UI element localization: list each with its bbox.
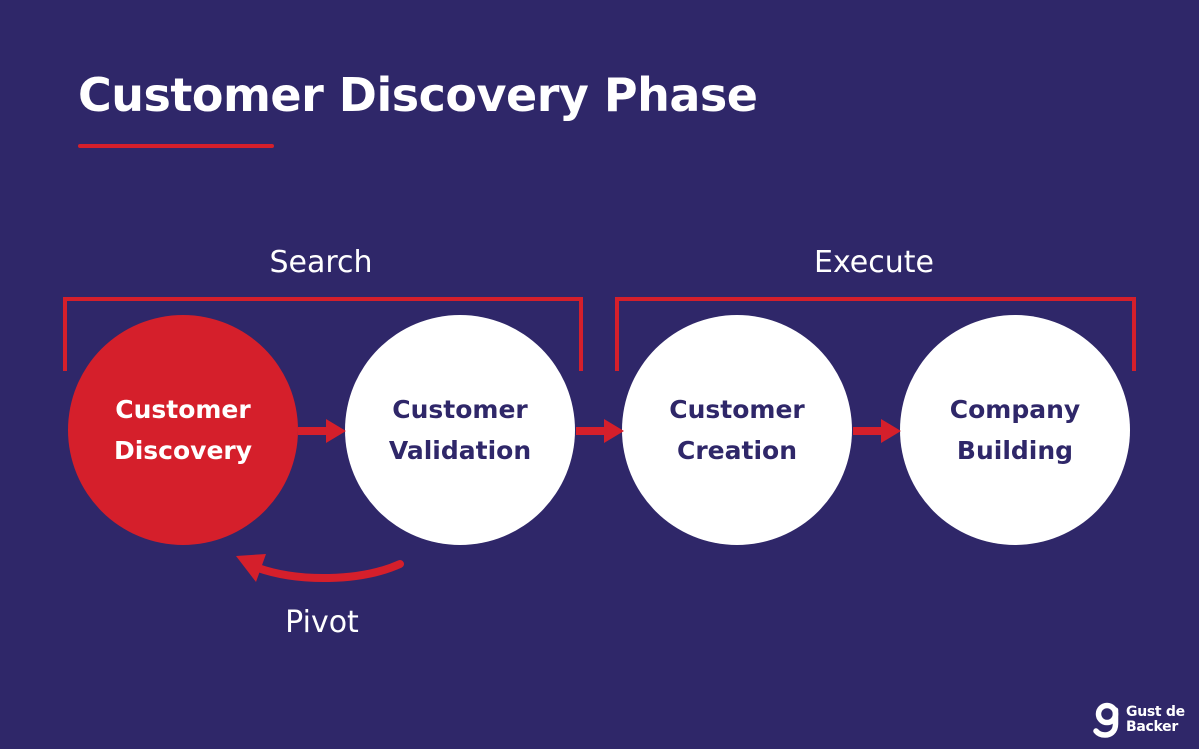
search-bracket	[63, 297, 583, 371]
stage-customer-creation: Customer Creation	[622, 315, 852, 545]
stage-customer-discovery: Customer Discovery	[68, 315, 298, 545]
g-letter-logo-icon	[1093, 702, 1119, 738]
stage-customer-validation: Customer Validation	[345, 315, 575, 545]
execute-bracket	[615, 297, 1136, 371]
stage-company-building: Company Building	[900, 315, 1130, 545]
pivot-label: Pivot	[285, 605, 359, 640]
phase-label-execute: Execute	[814, 245, 934, 280]
stage-label: Customer Discovery	[113, 395, 253, 465]
phase-label-search: Search	[269, 245, 373, 280]
stage-label: Customer Creation	[669, 395, 805, 465]
arrow-right-icon	[576, 419, 624, 443]
stage-label: Company Building	[949, 395, 1081, 465]
stage-label: Customer Validation	[388, 395, 532, 465]
pivot-arrow-icon	[236, 554, 404, 583]
title-underline	[78, 144, 274, 148]
brand-name: Gust de Backer	[1126, 704, 1185, 735]
brand-watermark: Gust de Backer	[1093, 702, 1185, 738]
arrow-right-icon	[298, 419, 346, 443]
arrow-right-icon	[853, 419, 901, 443]
page-title: Customer Discovery Phase	[78, 68, 758, 122]
